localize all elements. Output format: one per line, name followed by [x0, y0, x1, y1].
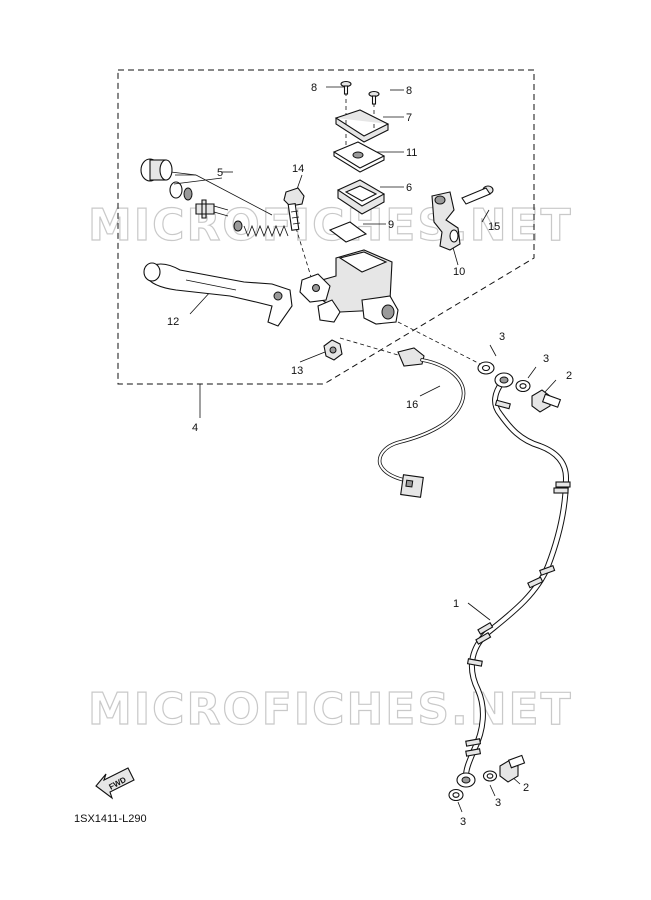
diaphragm [336, 179, 386, 215]
diagram-code: 1SX1411-L290 [74, 813, 147, 825]
callout-label: 13 [291, 365, 303, 377]
brake-hose [456, 372, 571, 788]
brake-lever [143, 262, 293, 327]
callout-label: 16 [406, 399, 418, 411]
callout-label: 3 [460, 816, 466, 828]
leader-lines [153, 86, 557, 813]
callout-label: 11 [406, 147, 417, 159]
reservoir-plate [328, 221, 368, 243]
callout-label: 9 [388, 219, 394, 231]
pivot-bolt [283, 187, 305, 231]
callout-label: 10 [453, 266, 465, 278]
master-cylinder-group [299, 80, 399, 325]
holder-bracket [431, 191, 461, 251]
lever-nut [323, 339, 343, 361]
brake-switch-cable [377, 347, 466, 498]
callout-label: 3 [499, 331, 505, 343]
clamp-underside [317, 299, 341, 323]
plate-hole [352, 151, 364, 159]
callout-label: 8 [406, 85, 412, 97]
callout-label: 15 [488, 221, 500, 233]
watermark-bottom: MICROFICHES.NET [88, 684, 573, 735]
callout-labels: 1 2 2 3 3 3 3 4 5 6 7 8 8 9 10 11 12 13 … [167, 82, 572, 828]
reservoir-cap [334, 109, 390, 143]
callout-label: 1 [453, 598, 459, 610]
callout-label: 5 [217, 167, 223, 179]
callout-label: 2 [566, 370, 572, 382]
piston-kit [140, 158, 289, 238]
callout-label: 3 [495, 797, 501, 809]
lower-banjo-fittings [448, 754, 526, 802]
callout-label: 14 [292, 163, 304, 175]
callout-label: 8 [311, 82, 317, 94]
upper-banjo-fittings [477, 361, 562, 413]
callout-label: 2 [523, 782, 529, 794]
callout-label: 3 [543, 353, 549, 365]
callout-label: 12 [167, 316, 179, 328]
holder-bolt [461, 185, 494, 205]
callout-label: 6 [406, 182, 412, 194]
watermark-top: MICROFICHES.NET [88, 200, 573, 251]
callout-label: 4 [192, 422, 198, 434]
fwd-arrow-icon: FWD [95, 767, 135, 800]
callout-label: 7 [406, 112, 412, 124]
screw-left [340, 80, 352, 95]
diaphragm-plate [332, 141, 386, 173]
screw-right [368, 90, 380, 105]
